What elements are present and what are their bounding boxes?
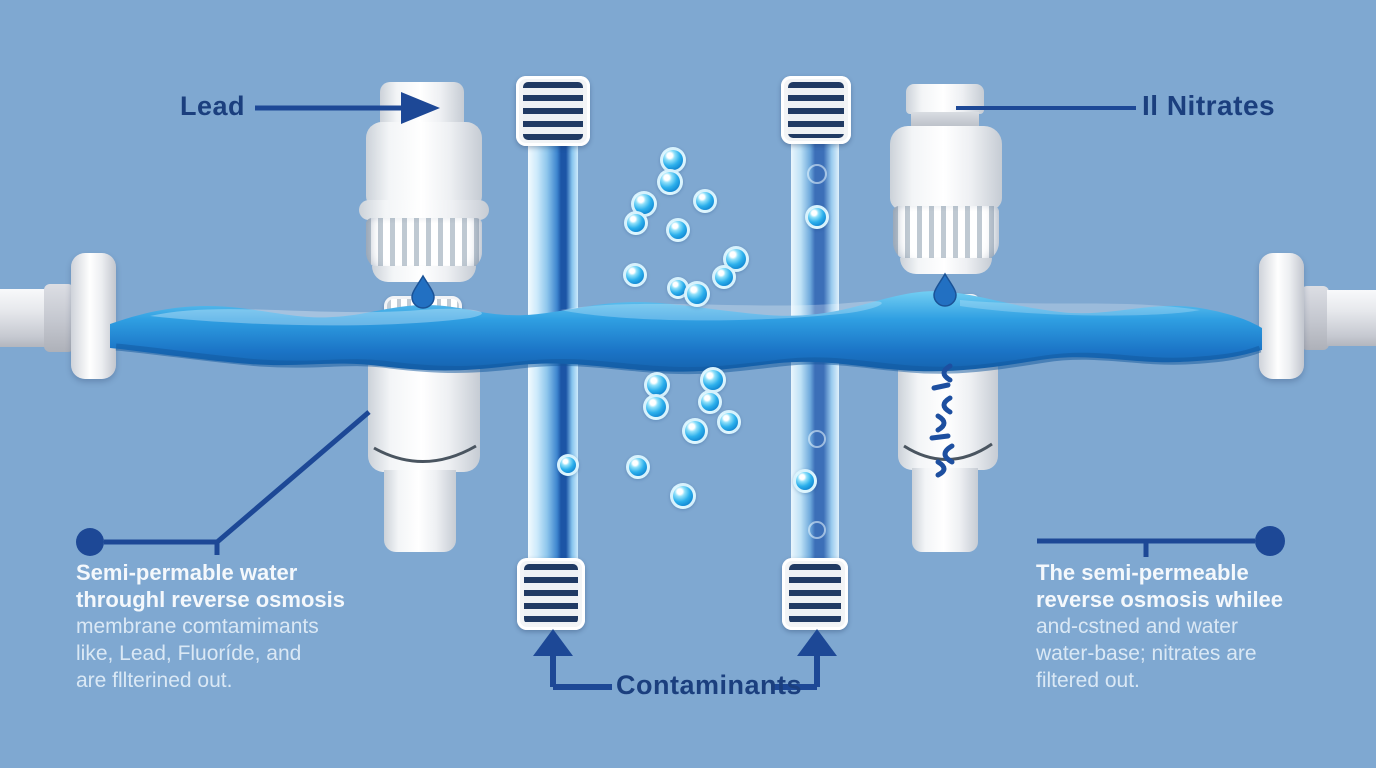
bubble: [698, 390, 722, 414]
water-highlight: [960, 300, 1200, 316]
right-note-line: The semi-permeable: [1036, 560, 1249, 585]
right-note-line: reverse osmosis whilee: [1036, 587, 1284, 612]
bubble: [657, 169, 683, 195]
bubble: [644, 372, 670, 398]
left-note-line: like, Lead, Fluoríde, and: [76, 642, 302, 665]
right-pipe-flange: [1259, 253, 1304, 379]
membrane-tube-left-bottom-cap: [517, 558, 585, 630]
membrane-tube-right-top-cap: [781, 76, 851, 144]
bubble: [717, 410, 741, 434]
nitrates-filter-lower-tube: [912, 468, 978, 552]
membrane-tube-left: [528, 130, 578, 576]
lead-filter-lower-tube: [384, 470, 456, 552]
lead-filter-disc: [384, 296, 462, 330]
left-note-connector: [104, 410, 371, 555]
membrane-tube-right-bottom-cap: [782, 558, 848, 630]
bubble: [626, 455, 650, 479]
left-pipe-flange: [71, 253, 116, 379]
cap-ribs: [523, 82, 583, 140]
nitrates-filter-ribs: [893, 206, 999, 262]
bubble: [684, 281, 710, 307]
membrane-tube-left-top-cap: [516, 76, 590, 146]
left-pipe-collar: [44, 284, 74, 352]
contaminants-label: Contaminants: [616, 670, 803, 700]
contaminants-arrow-left-head: [533, 629, 573, 656]
bubble: [712, 265, 736, 289]
bubble: [723, 246, 749, 272]
lead-filter-ring: [359, 200, 489, 220]
right-note-connector: [1037, 538, 1255, 557]
nitrates-filter-neck: [911, 112, 979, 128]
left-note-line: throughl reverse osmosis: [76, 587, 345, 612]
right-pipe: [1327, 290, 1376, 346]
contaminants-arrow-right-head: [797, 629, 837, 656]
bubble: [623, 263, 647, 287]
lead-label: Lead: [180, 91, 246, 121]
left-note: Semi-permable water throughl reverse osm…: [76, 559, 396, 694]
left-note-line: are fllterined out.: [76, 669, 233, 692]
nitrates-label: Il Nitrates: [1142, 90, 1276, 121]
cap-ribs: [524, 564, 578, 624]
right-note-dot: [1255, 526, 1285, 556]
lead-filter-body: [366, 122, 482, 208]
water-band: [110, 291, 1262, 372]
bubble: [624, 211, 648, 235]
right-note: The semi-permeable reverse osmosis while…: [1036, 559, 1356, 694]
bubble: [660, 147, 686, 173]
bubble: [666, 218, 690, 242]
right-note-line: water-base; nitrates are: [1036, 642, 1257, 665]
left-note-dot: [76, 528, 104, 556]
bubble: [693, 189, 717, 213]
lead-filter-rib-lip: [372, 266, 476, 282]
contaminants-arrow-left-line: [550, 654, 612, 690]
right-pipe-collar: [1301, 286, 1329, 350]
right-note-line: filtered out.: [1036, 669, 1140, 692]
bubble: [700, 367, 726, 393]
bubble: [631, 191, 657, 217]
lead-filter-ribs: [366, 218, 482, 270]
bubble: [643, 394, 669, 420]
cap-ribs: [788, 82, 844, 138]
nitrates-filter-disc: [909, 294, 981, 326]
nitrates-filter-body: [890, 126, 1002, 210]
lead-filter-lower-body: [368, 352, 480, 472]
left-pipe: [0, 289, 48, 347]
right-note-line: and-cstned and water: [1036, 615, 1238, 638]
nitrates-filter-lower-body: [898, 348, 998, 470]
bubble: [667, 277, 689, 299]
bubble: [682, 418, 708, 444]
water-shadow-edge: [115, 343, 1262, 375]
bubble: [670, 483, 696, 509]
cap-ribs: [789, 564, 841, 624]
membrane-tube-right: [791, 130, 839, 576]
left-note-line: Semi-permable water: [76, 560, 298, 585]
nitrates-filter-cap: [906, 84, 984, 114]
left-note-line: membrane comtamimants: [76, 615, 319, 638]
nitrates-filter-rib-lip: [900, 258, 992, 274]
